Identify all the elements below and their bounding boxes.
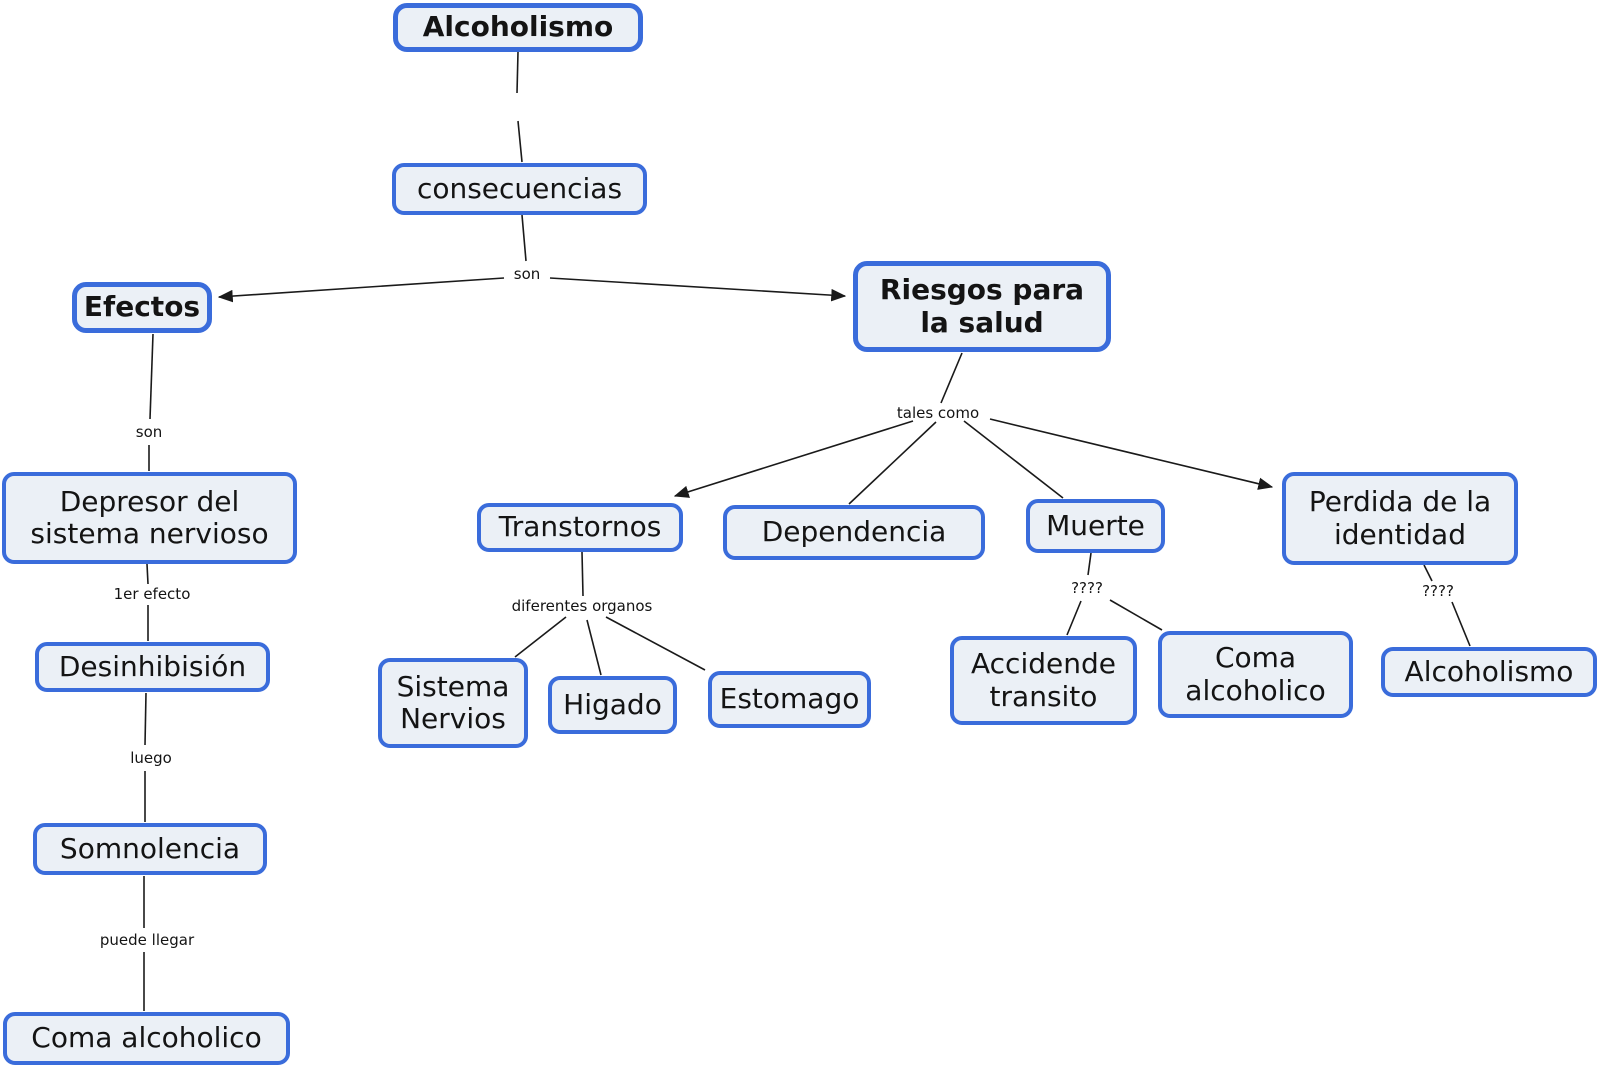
edge-organos-higado (586, 619, 602, 676)
node-efectos[interactable]: Efectos (72, 282, 212, 333)
edge-pregunta-alcoholismofinal (1451, 601, 1471, 647)
node-riesgos-para-la-salud[interactable]: Riesgos para la salud (853, 261, 1111, 352)
edge-talescomo-dependencia (848, 421, 937, 505)
edge-label-diferentes-organos[interactable]: diferentes organos (511, 596, 653, 615)
node-accidende-transito[interactable]: Accidende transito (950, 636, 1137, 725)
node-dependencia[interactable]: Dependencia (723, 505, 985, 560)
edge-talescomo-muerte (963, 420, 1064, 499)
edge-alcoholismo-consecuencias-a (516, 51, 519, 94)
edge-depresor-1erefecto (146, 563, 149, 585)
edge-label-pregunta-perdida[interactable]: ???? (1422, 581, 1454, 600)
edge-label-1er-efecto[interactable]: 1er efecto (113, 584, 191, 603)
node-perdida-identidad[interactable]: Perdida de la identidad (1282, 472, 1518, 565)
edge-son-riesgos-arrow (549, 277, 847, 302)
edge-efectos-son (149, 333, 154, 420)
edge-label-son-izquierda[interactable]: son (135, 422, 163, 441)
edge-perdida-pregunta (1423, 564, 1433, 582)
edge-label-son-centro[interactable]: son (513, 264, 541, 283)
edge-transtornos-organos (581, 551, 584, 597)
node-coma-alcoholico-izquierda[interactable]: Coma alcoholico (3, 1012, 290, 1065)
edge-riesgos-talescomo (940, 352, 963, 404)
edge-consecuencias-son (521, 214, 527, 262)
edge-talescomo-perdida-arrow (989, 418, 1274, 490)
node-alcoholismo-root[interactable]: Alcoholismo (393, 3, 643, 52)
edge-desinhibision-luego (144, 692, 147, 746)
edge-pregunta-comader (1109, 599, 1163, 631)
node-muerte[interactable]: Muerte (1026, 499, 1165, 553)
edge-organos-estomago (605, 616, 706, 671)
node-estomago[interactable]: Estomago (708, 671, 871, 728)
edge-pregunta-accidende (1066, 600, 1082, 636)
node-transtornos[interactable]: Transtornos (477, 503, 683, 552)
node-alcoholismo-final[interactable]: Alcoholismo (1381, 647, 1597, 697)
edge-organos-sistemanervios (514, 616, 567, 658)
node-desinhibision[interactable]: Desinhibisión (35, 642, 270, 692)
node-somnolencia[interactable]: Somnolencia (33, 823, 267, 875)
edge-label-luego[interactable]: luego (130, 748, 172, 767)
edge-muerte-pregunta (1087, 552, 1092, 576)
edge-talescomo-transtornos-arrow (673, 420, 914, 498)
node-consecuencias[interactable]: consecuencias (392, 163, 647, 215)
node-depresor-sistema-nervioso[interactable]: Depresor del sistema nervioso (2, 472, 297, 564)
node-sistema-nervios[interactable]: Sistema Nervios (378, 658, 528, 748)
node-coma-alcoholico-derecha[interactable]: Coma alcoholico (1158, 631, 1353, 718)
node-higado[interactable]: Higado (548, 676, 677, 734)
edge-alcoholismo-consecuencias-b (517, 120, 523, 163)
edge-label-pregunta-muerte[interactable]: ???? (1071, 578, 1103, 597)
edge-son-efectos-arrow (217, 277, 505, 303)
edge-label-puede-llegar[interactable]: puede llegar (99, 930, 195, 949)
edge-label-tales-como[interactable]: tales como (896, 403, 980, 422)
